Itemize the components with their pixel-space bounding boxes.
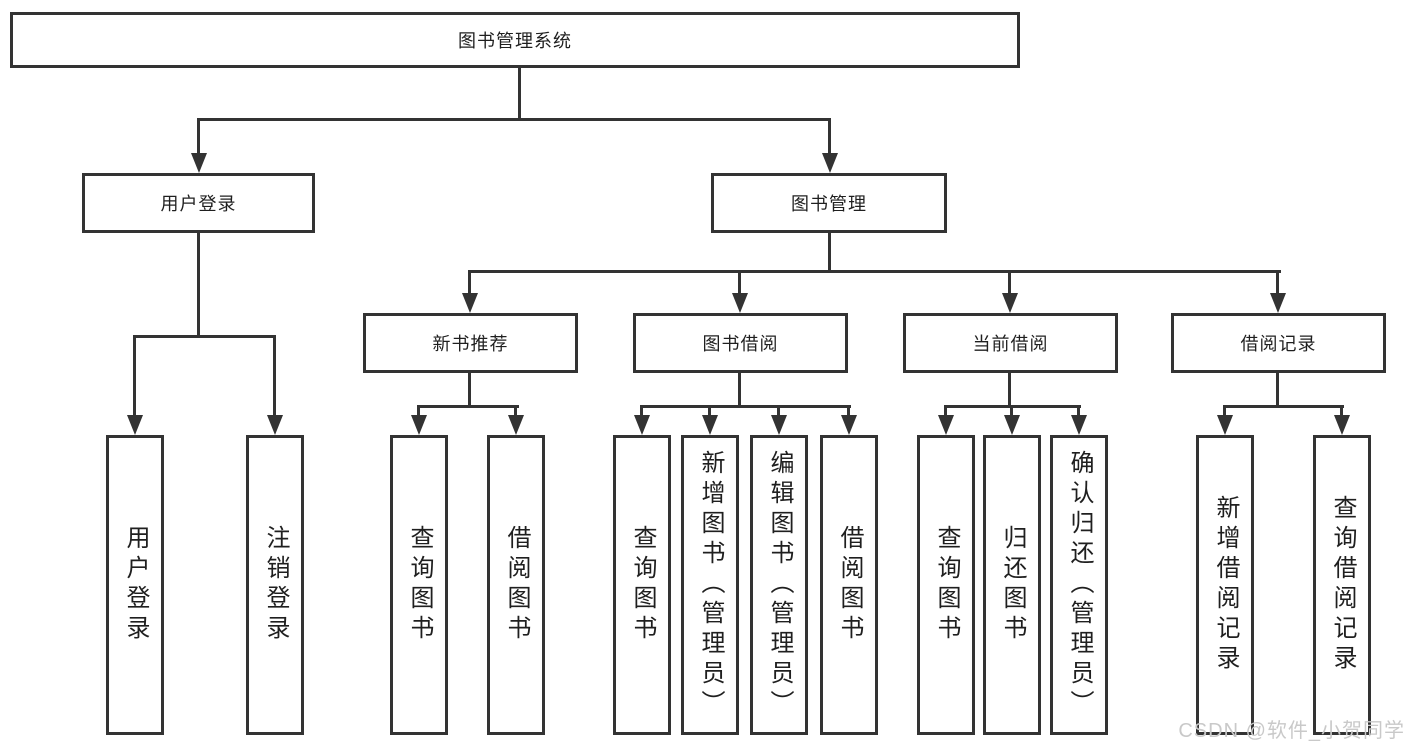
connector-drop <box>944 405 947 418</box>
leaf-label: 查询图书 <box>933 525 960 645</box>
node-root-library-system: 图书管理系统 <box>10 12 1020 68</box>
leaf-label: 编辑图书（管理员） <box>766 450 793 720</box>
connector-drop <box>417 405 420 418</box>
leaf-query-books-recommend: 查询图书 <box>390 435 448 735</box>
connector-rail <box>133 335 276 338</box>
connector-rail <box>1223 405 1344 408</box>
connector-drop <box>1010 405 1013 418</box>
node-user-login: 用户登录 <box>82 173 315 233</box>
connector-drop <box>197 118 200 156</box>
arrow-down-icon <box>1217 415 1233 435</box>
leaf-borrow-books: 借阅图书 <box>820 435 878 735</box>
connector-drop <box>1276 270 1279 296</box>
leaf-label: 查询图书 <box>406 525 433 645</box>
connector-stem <box>828 233 831 273</box>
leaf-label: 用户登录 <box>122 525 149 645</box>
connector-drop <box>738 270 741 296</box>
arrow-down-icon <box>191 153 207 173</box>
leaf-borrow-books-recommend: 借阅图书 <box>487 435 545 735</box>
connector-rail <box>197 118 831 121</box>
connector-rail <box>417 405 519 408</box>
arrow-down-icon <box>841 415 857 435</box>
connector-drop <box>708 405 711 418</box>
arrow-down-icon <box>822 153 838 173</box>
leaf-return-books: 归还图书 <box>983 435 1041 735</box>
connector-stem <box>1008 373 1011 408</box>
arrow-down-icon <box>771 415 787 435</box>
arrow-down-icon <box>462 293 478 313</box>
node-new-book-recommend: 新书推荐 <box>363 313 578 373</box>
connector-drop <box>133 335 136 417</box>
arrow-down-icon <box>127 415 143 435</box>
connector-stem <box>518 68 521 120</box>
connector-drop <box>1008 270 1011 296</box>
leaf-label: 查询图书 <box>629 525 656 645</box>
leaf-add-borrow-record: 新增借阅记录 <box>1196 435 1254 735</box>
connector-drop <box>828 118 831 156</box>
connector-drop <box>1223 405 1226 418</box>
arrow-down-icon <box>1004 415 1020 435</box>
connector-drop <box>640 405 643 418</box>
leaf-label: 注销登录 <box>262 525 289 645</box>
connector-stem <box>738 373 741 408</box>
arrow-down-icon <box>508 415 524 435</box>
connector-rail <box>640 405 851 408</box>
leaf-label: 查询借阅记录 <box>1329 495 1356 675</box>
leaf-label: 确认归还（管理员） <box>1066 450 1093 720</box>
leaf-add-book-admin: 新增图书（管理员） <box>681 435 739 735</box>
connector-drop <box>847 405 850 418</box>
connector-stem <box>468 373 471 408</box>
leaf-label: 新增借阅记录 <box>1212 495 1239 675</box>
leaf-label: 借阅图书 <box>503 525 530 645</box>
watermark: CSDN @软件_小贺同学 <box>1178 720 1405 742</box>
node-current-borrowing: 当前借阅 <box>903 313 1118 373</box>
arrow-down-icon <box>702 415 718 435</box>
leaf-confirm-return-admin: 确认归还（管理员） <box>1050 435 1108 735</box>
connector-drop <box>777 405 780 418</box>
connector-drop <box>273 335 276 417</box>
arrow-down-icon <box>1002 293 1018 313</box>
connector-stem <box>197 233 200 338</box>
leaf-label: 借阅图书 <box>836 525 863 645</box>
leaf-query-borrow-record: 查询借阅记录 <box>1313 435 1371 735</box>
arrow-down-icon <box>1071 415 1087 435</box>
leaf-edit-book-admin: 编辑图书（管理员） <box>750 435 808 735</box>
leaf-logout: 注销登录 <box>246 435 304 735</box>
leaf-label: 归还图书 <box>999 525 1026 645</box>
node-book-management: 图书管理 <box>711 173 947 233</box>
connector-stem <box>1276 373 1279 408</box>
arrow-down-icon <box>1334 415 1350 435</box>
node-borrowing-records: 借阅记录 <box>1171 313 1386 373</box>
connector-drop <box>468 270 471 296</box>
arrow-down-icon <box>411 415 427 435</box>
arrow-down-icon <box>634 415 650 435</box>
arrow-down-icon <box>938 415 954 435</box>
leaf-query-books-current: 查询图书 <box>917 435 975 735</box>
leaf-query-books-borrowing: 查询图书 <box>613 435 671 735</box>
arrow-down-icon <box>1270 293 1286 313</box>
node-book-borrowing: 图书借阅 <box>633 313 848 373</box>
arrow-down-icon <box>267 415 283 435</box>
connector-rail <box>468 270 1281 273</box>
connector-drop <box>1340 405 1343 418</box>
connector-drop <box>514 405 517 418</box>
arrow-down-icon <box>732 293 748 313</box>
connector-drop <box>1077 405 1080 418</box>
leaf-label: 新增图书（管理员） <box>697 450 724 720</box>
leaf-user-login: 用户登录 <box>106 435 164 735</box>
